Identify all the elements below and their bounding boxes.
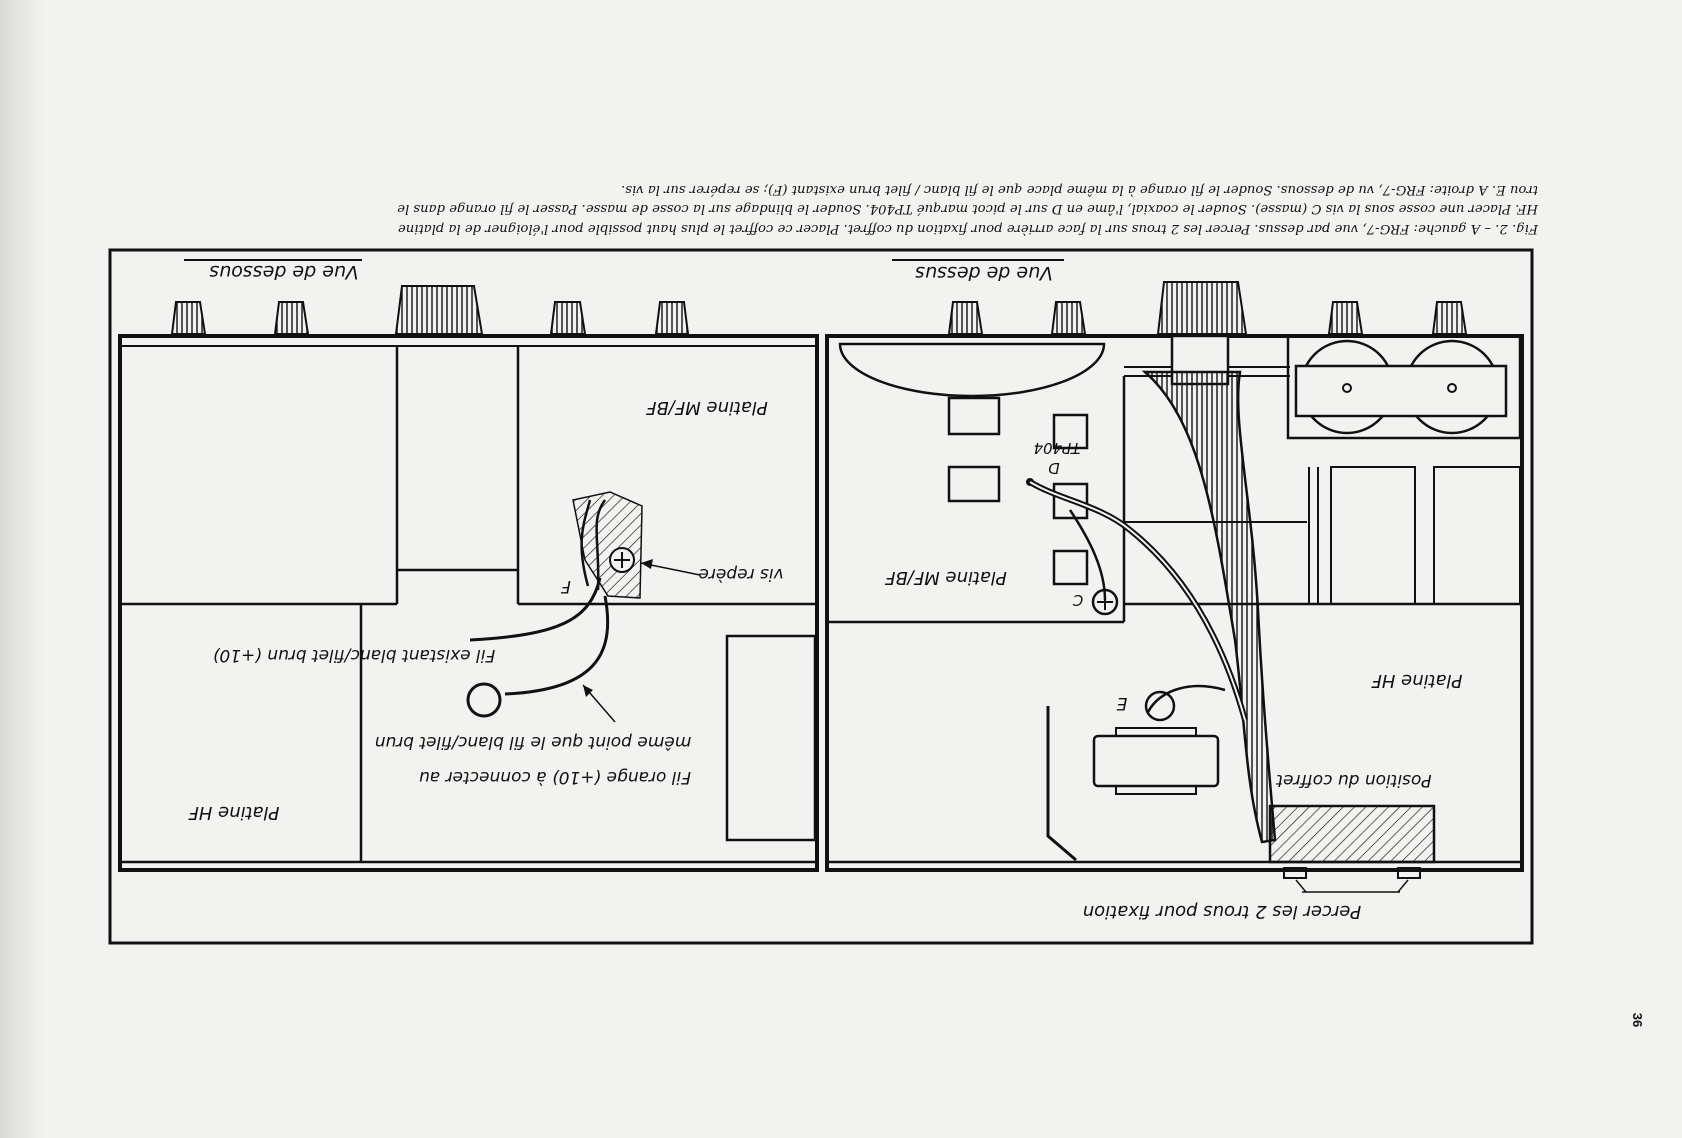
label-existing-wire: Fil existant blanc/filet brun (+10) <box>213 645 496 665</box>
label-reference-screw: vis repère <box>698 564 783 584</box>
hole-e <box>1144 690 1176 722</box>
view-title-top: Vue de dessus <box>915 262 1053 284</box>
box-position <box>1268 804 1436 864</box>
ground-lug-c <box>1091 588 1119 616</box>
label-platine-mfbf-top: Platine MF/BF <box>884 567 1006 588</box>
label-platine-hf-top: Platine HF <box>1371 670 1463 691</box>
label-platine-mfbf-bottom: Platine MF/BF <box>645 397 767 418</box>
view-title-bottom: Vue de dessous <box>209 261 358 283</box>
cable-bundle <box>1141 370 1277 844</box>
label-point-c: C <box>1072 591 1083 609</box>
figure-frame <box>108 248 1534 945</box>
bottom-view-panel: Vue de dessous Platine MF/BF Platine HF … <box>118 259 819 872</box>
knobs-bottom-view <box>170 285 690 335</box>
existing-wire <box>469 577 602 642</box>
label-orange-wire-line-2: même point que le fil blanc/filet brun <box>375 732 692 752</box>
label-platine-hf-bottom: Platine HF <box>188 802 280 823</box>
label-tp404: TP404 <box>1034 439 1081 457</box>
label-box-position: Position du coffret <box>1275 770 1432 790</box>
scan-binding-shadow <box>0 0 44 1138</box>
label-orange-wire-line-1: Fil orange (+10) à connecter au <box>419 767 691 787</box>
label-point-d: D <box>1048 459 1060 477</box>
top-view-panel: Vue de dessus Platine MF/BF Platine HF T… <box>825 259 1524 922</box>
label-point-f: F <box>561 576 571 596</box>
label-drill-holes: Percer les 2 trous pour fixation <box>1083 901 1362 922</box>
document-page <box>44 0 1682 1138</box>
knobs-top-view <box>947 281 1468 335</box>
orange-wire <box>504 595 610 696</box>
label-point-e: E <box>1116 693 1127 713</box>
